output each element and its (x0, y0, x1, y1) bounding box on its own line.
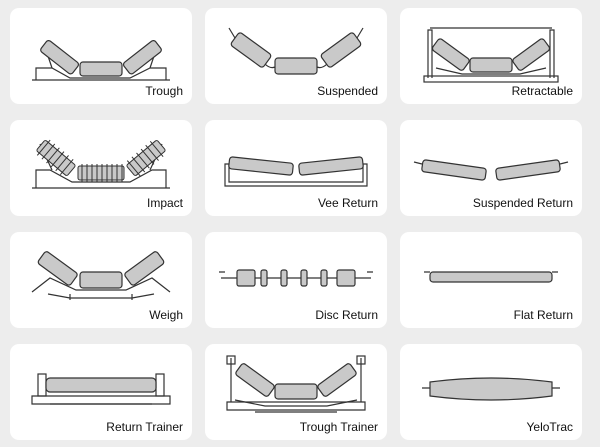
trough-trainer-idler-icon (226, 355, 366, 413)
idler-label-disc-return: Disc Return (315, 308, 378, 322)
idler-card-retractable: Retractable (400, 8, 582, 104)
suspended-return-idler-icon (413, 159, 569, 181)
idler-card-yelotrac: YeloTrac (400, 344, 582, 440)
idler-label-flat-return: Flat Return (513, 308, 573, 322)
idler-label-impact: Impact (146, 196, 183, 210)
idler-card-suspended-return: Suspended Return (400, 120, 582, 216)
idler-label-trough-trainer: Trough Trainer (299, 420, 378, 434)
suspended-idler-icon (228, 27, 364, 75)
return-trainer-idler-icon (31, 373, 171, 405)
idler-label-suspended-return: Suspended Return (472, 196, 573, 210)
disc-return-idler-icon (219, 269, 373, 287)
idler-card-disc-return: Disc Return (205, 232, 387, 328)
idler-card-vee-return: Vee Return (205, 120, 387, 216)
idler-card-trough-trainer: Trough Trainer (205, 344, 387, 440)
idler-card-trough: Trough (10, 8, 192, 104)
idler-label-yelotrac: YeloTrac (526, 420, 573, 434)
idler-label-vee-return: Vee Return (317, 196, 378, 210)
idler-card-weigh: Weigh (10, 232, 192, 328)
impact-idler-icon (32, 139, 170, 189)
idler-label-trough: Trough (145, 84, 183, 98)
trough-idler-icon (32, 40, 170, 81)
yelotrac-idler-icon (422, 377, 560, 401)
idler-card-return-trainer: Return Trainer (10, 344, 192, 440)
idler-label-weigh: Weigh (149, 308, 183, 322)
idler-label-suspended: Suspended (317, 84, 378, 98)
idler-label-return-trainer: Return Trainer (106, 420, 183, 434)
flat-return-idler-icon (424, 271, 558, 283)
idler-label-retractable: Retractable (511, 84, 573, 98)
idler-card-flat-return: Flat Return (400, 232, 582, 328)
idler-card-suspended: Suspended (205, 8, 387, 104)
vee-return-idler-icon (224, 156, 368, 187)
idler-card-impact: Impact (10, 120, 192, 216)
retractable-idler-icon (423, 27, 559, 83)
weigh-idler-icon (31, 251, 171, 300)
